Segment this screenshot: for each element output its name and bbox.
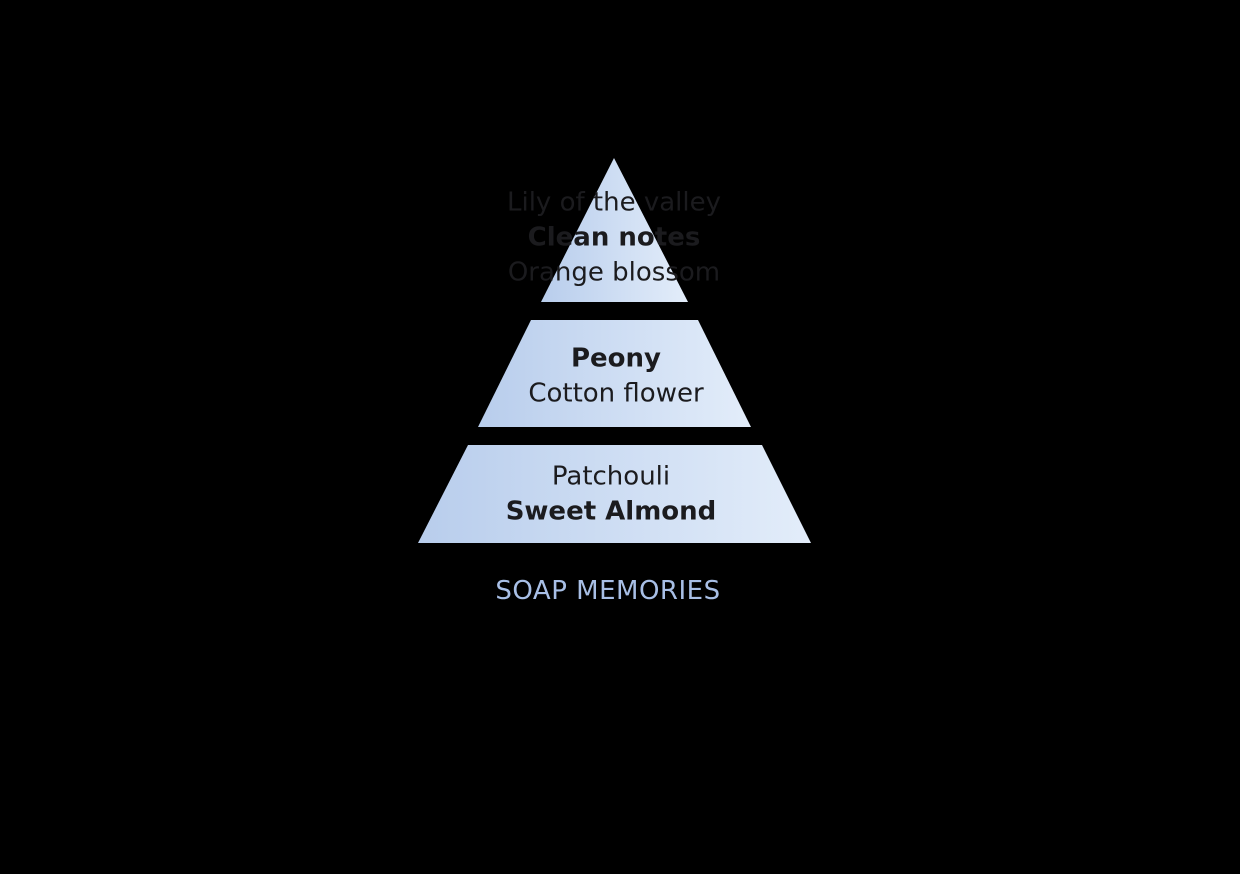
base-note-1: Patchouli — [552, 462, 670, 492]
heart-note-2: Cotton flower — [528, 379, 704, 409]
diagram-title: SOAP MEMORIES — [495, 576, 721, 606]
top-note-1: Lily of the valley — [507, 188, 721, 218]
base-note-2: Sweet Almond — [506, 497, 717, 527]
tier-top-shape — [541, 158, 688, 302]
top-note-2: Clean notes — [528, 223, 701, 253]
heart-note-1: Peony — [571, 344, 661, 374]
top-note-3: Orange blossom — [508, 258, 720, 288]
tier-base-shape — [418, 445, 811, 543]
tier-heart-shape — [478, 320, 751, 427]
